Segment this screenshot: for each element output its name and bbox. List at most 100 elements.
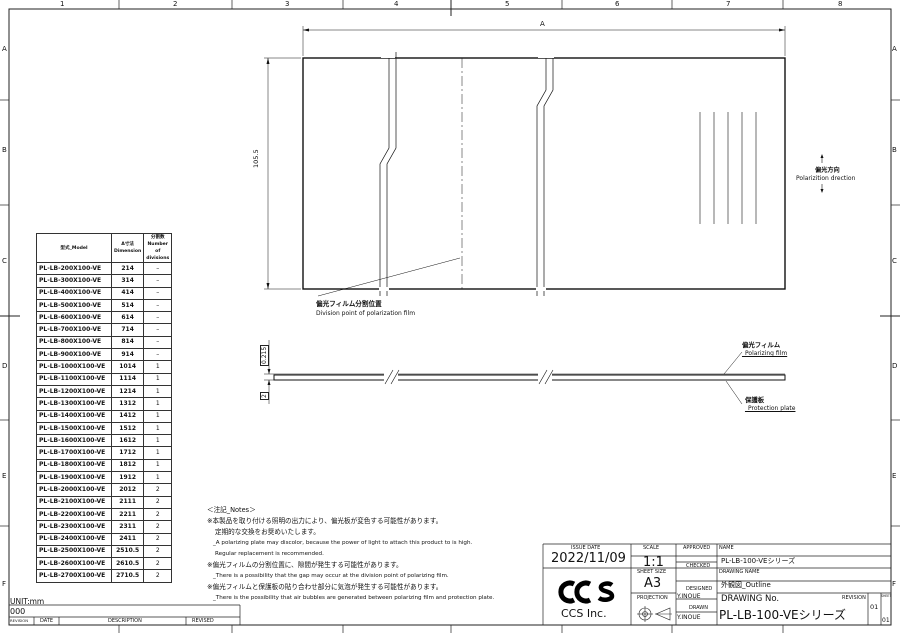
designed-by: Y.INOUE — [677, 593, 701, 600]
divisions-cell: – — [143, 335, 173, 350]
header-divisions: 分割数 Number of divisions — [143, 233, 173, 263]
sheet-size-value: A3 — [644, 576, 662, 591]
zone-col-4: 4 — [394, 0, 399, 8]
drawing-no-label: DRAWING No. — [721, 594, 780, 604]
model-cell: PL-LB-900X100-VE — [36, 348, 112, 362]
approved-label: APPROVED — [683, 545, 711, 551]
dimension-cell: 214 — [110, 261, 145, 276]
rev-header-revision: REVISION — [10, 618, 29, 623]
model-cell: PL-LB-1300X100-VE — [36, 397, 112, 411]
unit-label: UNIT:mm — [10, 597, 45, 606]
dimension-cell: 1312 — [110, 397, 145, 411]
zone-row-a-right: A — [892, 45, 897, 53]
zone-row-a: A — [2, 45, 7, 53]
revision-value: 000 — [10, 607, 26, 616]
divisions-cell: 2 — [143, 569, 173, 583]
drawing-name-label: DRAWING NAME — [719, 569, 760, 575]
film-label-jp: 偏光フィルム — [742, 341, 781, 349]
dimension-cell: 2111 — [110, 495, 145, 509]
divisions-cell: 1 — [143, 446, 173, 460]
zone-col-6: 6 — [615, 0, 620, 8]
divisions-cell: 1 — [143, 471, 173, 485]
dimension-cell: 614 — [110, 311, 145, 325]
zone-col-3: 3 — [285, 0, 290, 8]
dimension-cell: 1512 — [110, 421, 145, 436]
zone-row-d-right: D — [892, 362, 898, 370]
dimension-cell: 1014 — [110, 360, 145, 374]
dim-a-label: A — [540, 20, 545, 28]
divisions-cell: – — [143, 286, 173, 300]
polarization-label-en: Polarizition drection — [796, 175, 856, 182]
name-value: PL-LB-100-VEシリーズ — [721, 557, 796, 565]
note-2-en: _There is a possibility that the gap may… — [213, 573, 449, 579]
model-cell: PL-LB-700X100-VE — [36, 323, 112, 337]
model-cell: PL-LB-1200X100-VE — [36, 384, 112, 399]
model-cell: PL-LB-2300X100-VE — [36, 520, 112, 534]
drawn-label: DRAWN — [689, 605, 708, 611]
zone-row-d: D — [2, 362, 8, 370]
plate-label-en: _Protection plate — [745, 405, 796, 412]
model-cell: PL-LB-400X100-VE — [36, 286, 112, 300]
model-cell: PL-LB-2500X100-VE — [36, 544, 112, 559]
zone-col-7: 7 — [726, 0, 731, 8]
rev-header-revised: REVISED — [192, 618, 214, 624]
company-name: CCS Inc. — [561, 607, 607, 620]
model-cell: PL-LB-1500X100-VE — [36, 421, 112, 436]
dimension-cell: 814 — [110, 335, 145, 350]
model-cell: PL-LB-1800X100-VE — [36, 458, 112, 473]
divisions-cell: 1 — [143, 458, 173, 473]
dimension-cell: 2311 — [110, 520, 145, 534]
note-1b-jp: 定期的な交換をお奨めいたします。 — [215, 528, 320, 536]
zone-col-8: 8 — [838, 0, 843, 8]
divisions-cell: 1 — [143, 397, 173, 411]
note-3-en: _There is the possibility that air bubbl… — [213, 595, 495, 601]
drawing-name-value: 外観図_Outline — [721, 581, 771, 589]
note-1-en: _A polarizing plate may discolor, becaus… — [213, 540, 473, 546]
model-cell: PL-LB-2700X100-VE — [36, 569, 112, 583]
projection-label: PROJECTION — [637, 595, 668, 601]
divisions-cell: 2 — [143, 520, 173, 534]
dimension-cell: 1912 — [110, 471, 145, 485]
divisions-cell: 2 — [143, 557, 173, 571]
divisions-cell: – — [143, 298, 173, 313]
dimension-cell: 314 — [110, 274, 145, 288]
title-block-lines — [542, 543, 891, 625]
plate-label-jp: 保護板 — [745, 396, 765, 404]
division-label-jp: 偏光フィルム分割位置 — [316, 300, 382, 308]
dimension-cell: 914 — [110, 348, 145, 362]
scale-value: 1:1 — [643, 555, 664, 570]
dimension-cell: 2710.5 — [110, 569, 145, 583]
revision-label: REVISION — [842, 595, 866, 601]
header-model: 型式_Model — [36, 233, 112, 263]
model-cell: PL-LB-600X100-VE — [36, 311, 112, 325]
dimension-cell: 2211 — [110, 507, 145, 522]
model-table: 型式_Model A寸法 Dimension 分割数 Number of div… — [36, 233, 173, 583]
zone-row-c: C — [2, 257, 7, 265]
dimension-cell: 514 — [110, 298, 145, 313]
zone-row-c-right: C — [892, 257, 897, 265]
model-cell: PL-LB-2000X100-VE — [36, 483, 112, 497]
zone-col-1: 1 — [60, 0, 65, 8]
dimension-cell: 1612 — [110, 434, 145, 448]
polarization-label-jp: 偏光方向 — [815, 167, 840, 174]
notes-heading: ＜注記_Notes＞ — [207, 506, 256, 514]
divisions-cell: – — [143, 348, 173, 362]
header-dimension: A寸法 Dimension — [110, 233, 145, 263]
model-table-header: 型式_Model A寸法 Dimension 分割数 Number of div… — [36, 233, 173, 263]
zone-col-5: 5 — [505, 0, 510, 8]
